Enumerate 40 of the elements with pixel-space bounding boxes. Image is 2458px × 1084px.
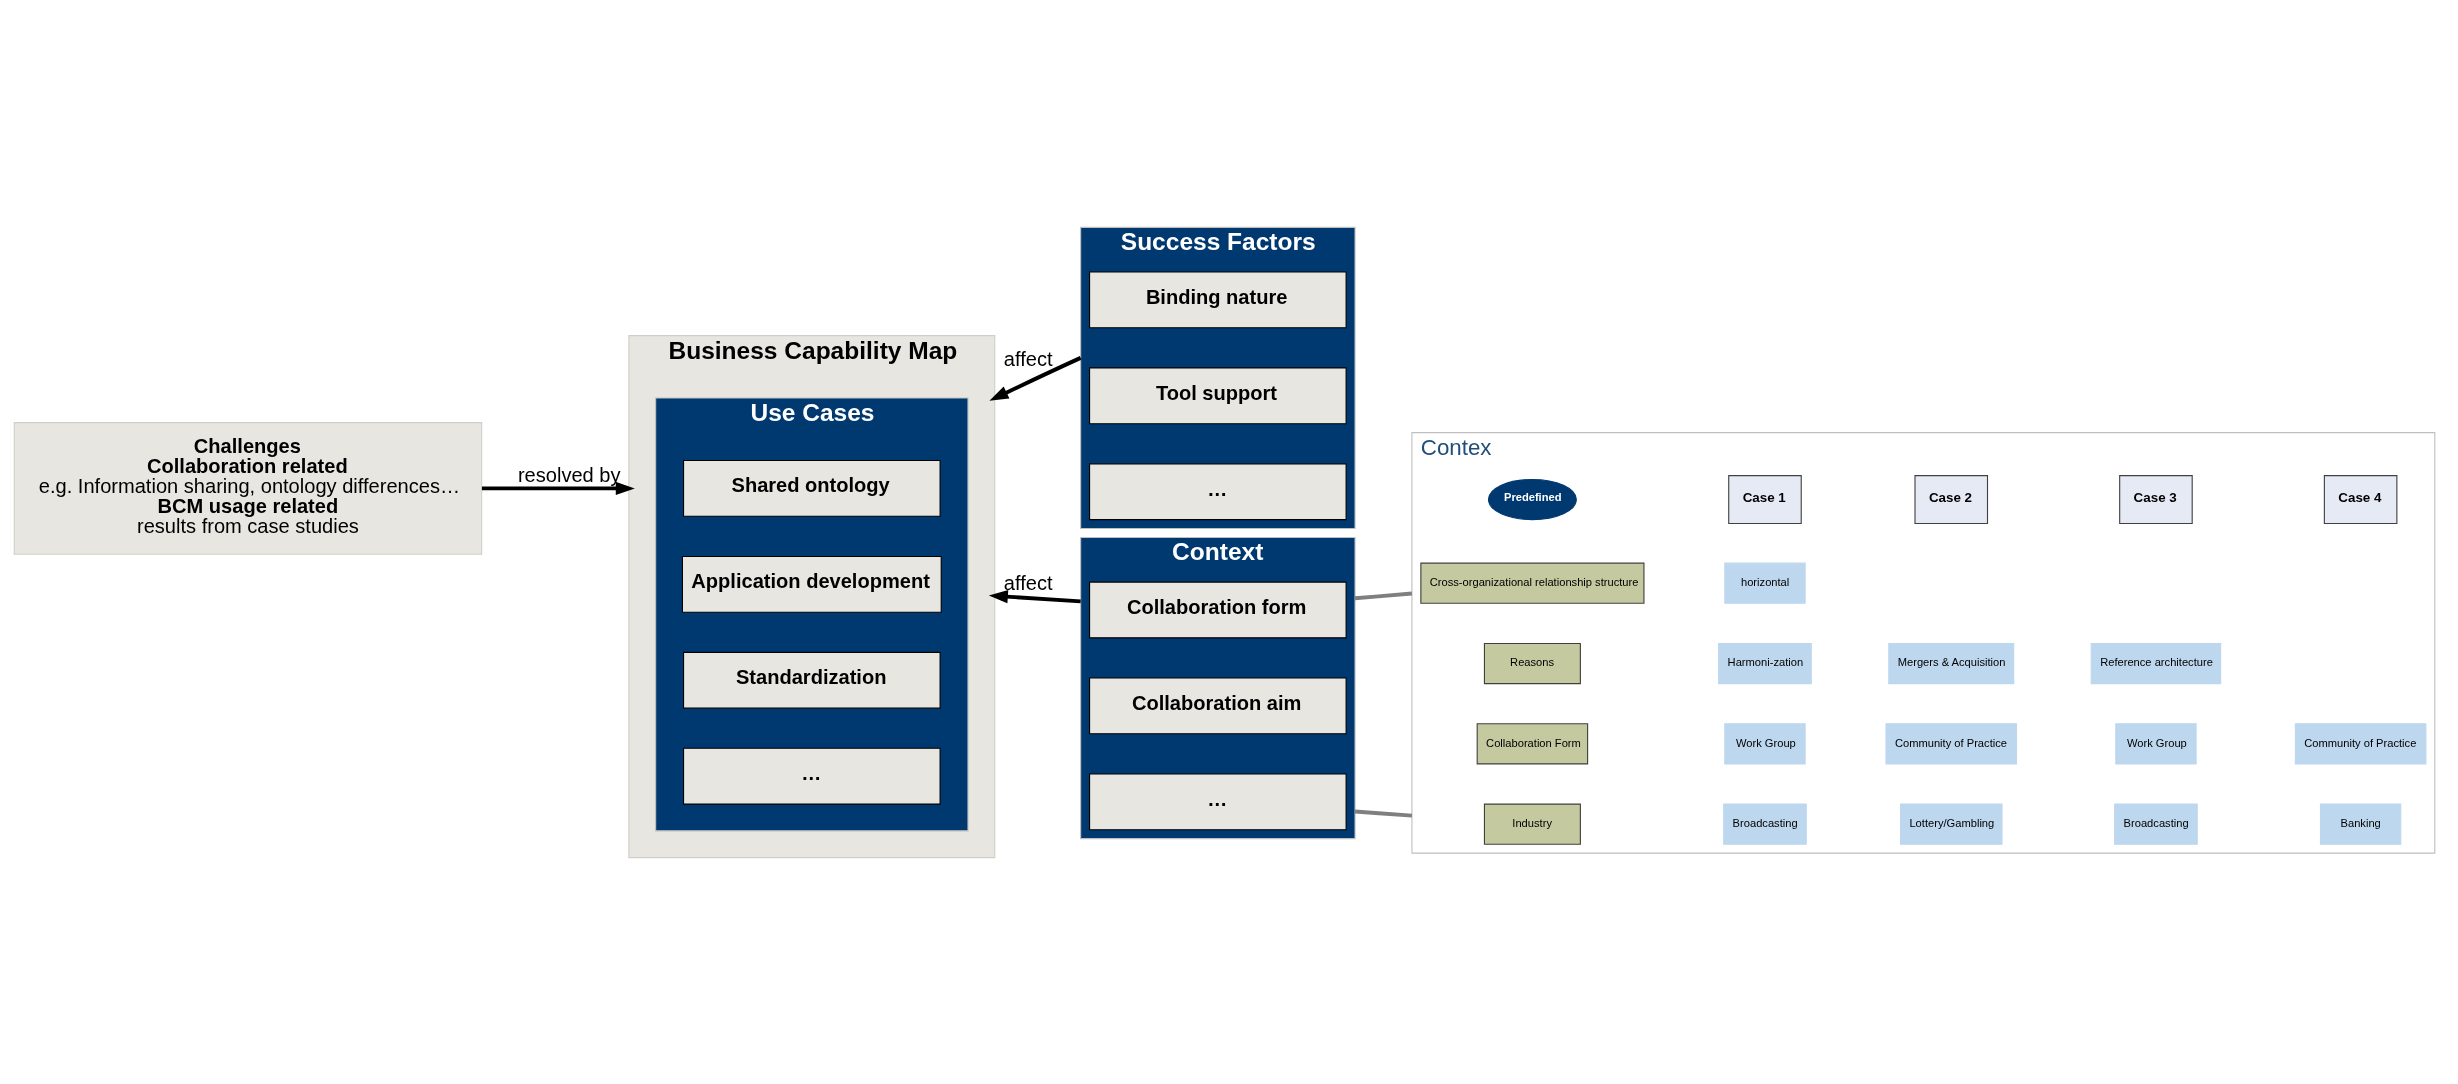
node-box: … [1089, 772, 1347, 830]
arrow [988, 589, 1081, 603]
node-box: … [1089, 462, 1347, 520]
node-box: Shared ontology [683, 459, 941, 517]
node-box: Community of Practice [1885, 722, 2018, 764]
node-box: Harmoni-zation [1718, 642, 1812, 684]
node-box: Case 3 [2119, 474, 2193, 524]
node-box: Challenges Collaboration related e.g. Information sharing, ontology differences… BCM usage related results from case studies [13, 421, 483, 555]
node-box: Reference architecture [2090, 642, 2222, 684]
node-box: Work Group [2115, 722, 2197, 764]
edge-label: affect [1003, 571, 1053, 594]
node-box: horizontal [1724, 562, 1806, 604]
node-box: Broadcasting [1723, 803, 1807, 845]
node-box: Broadcasting [2114, 803, 2198, 845]
node-box: Case 4 [2323, 474, 2398, 524]
node-box: Binding nature [1089, 270, 1347, 328]
node-box: Collaboration Form [1476, 722, 1589, 764]
node-ellipse: Predefined [1487, 478, 1577, 520]
edge-label: affect [1003, 347, 1053, 370]
node-box: Standardization [683, 651, 941, 709]
node-box: Lottery/Gambling [1899, 803, 2003, 845]
node-box: … [683, 747, 941, 805]
node-box: Banking [2319, 803, 2402, 845]
node-box: Reasons [1483, 642, 1581, 684]
node-box: Work Group [1724, 722, 1806, 764]
node-box: Cross-organizational relationship structure [1420, 562, 1645, 604]
node-box: Mergers & Acquisition [1888, 642, 2015, 684]
node-box: Collaboration form [1089, 581, 1347, 638]
connector [1354, 591, 1413, 600]
edge-label: resolved by [517, 463, 621, 486]
arrow [989, 355, 1082, 401]
connector [1354, 809, 1413, 818]
node-box: Tool support [1089, 366, 1347, 424]
node-box: Application development [681, 555, 942, 613]
node-box: Collaboration aim [1089, 676, 1347, 734]
node-box: Community of Practice [2294, 722, 2427, 764]
arrow [481, 481, 635, 495]
node-box: Case 1 [1728, 474, 1802, 524]
node-box: Case 2 [1914, 474, 1989, 524]
node-box: Industry [1483, 803, 1581, 845]
